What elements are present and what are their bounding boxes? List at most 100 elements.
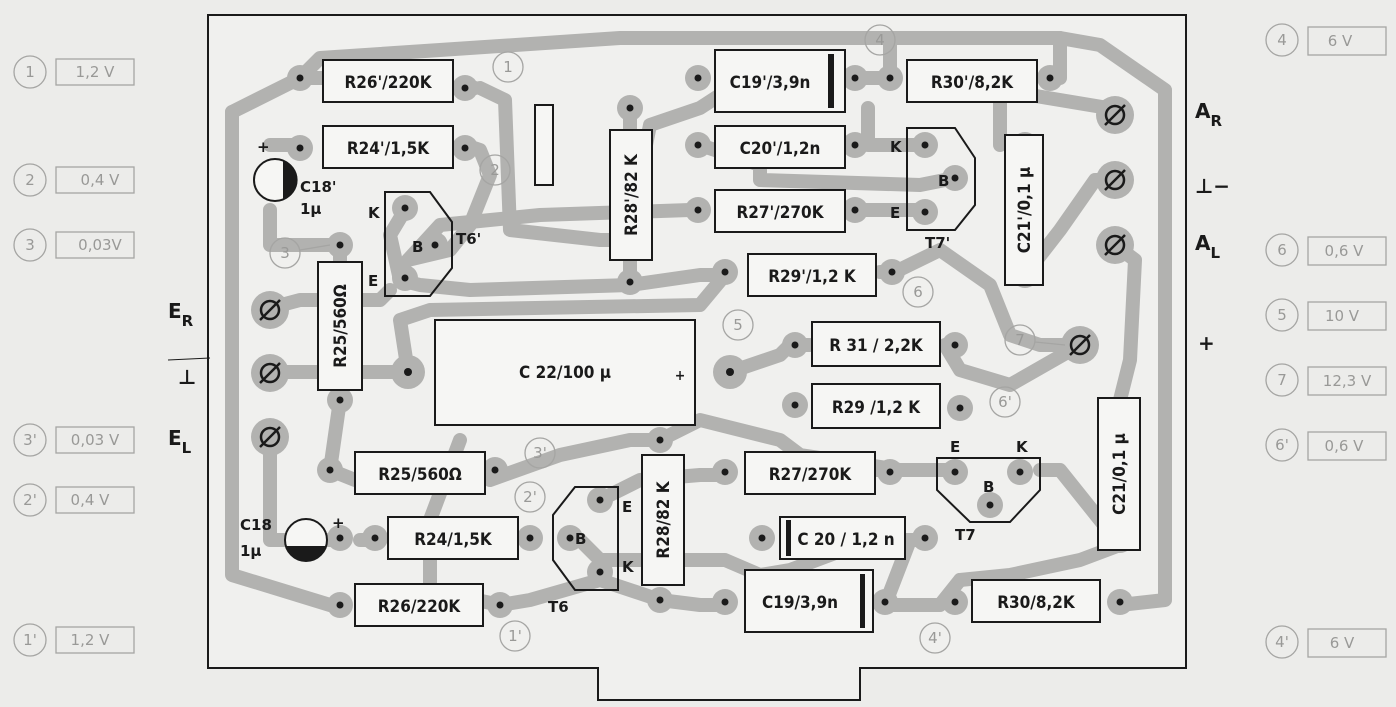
tp-marker-1-label: 1 (503, 58, 513, 76)
legend-right-point: 6 (1277, 241, 1287, 259)
c18-polarity-band (286, 546, 326, 561)
tp-marker-2prime (514, 481, 546, 513)
hole (881, 598, 889, 606)
legend-right-point: 4' (1275, 633, 1289, 651)
hole (496, 601, 504, 609)
component-bodies: R26'/220K R24'/1,5K C19'/3,9n R30'/8,2K … (317, 49, 1141, 633)
component-label-r31: R 31 / 2,2K (829, 336, 924, 356)
component-body-c19 (744, 569, 874, 633)
tp-marker-7-label: 7 (1015, 331, 1025, 349)
c18p-label: C18' (300, 178, 336, 196)
hole (951, 598, 959, 606)
transistors: K B E T6' K B E T7' E K B T7 E B K T6 (368, 127, 1041, 616)
jumper-bar (534, 104, 554, 186)
legend-left-box (55, 231, 135, 259)
legend-right-value: 6 V (1330, 634, 1355, 652)
hole (851, 206, 859, 214)
hole (656, 436, 664, 444)
t6-pin-k: K (622, 558, 635, 576)
label-er: ER (168, 299, 194, 330)
t7-pin-e: E (950, 438, 960, 456)
hole (791, 341, 799, 349)
component-label-r27: R27/270K (769, 465, 853, 485)
legend-left-point: 1' (23, 631, 37, 649)
c18p-polarity-band (283, 160, 298, 200)
solder-pads (287, 65, 1133, 618)
t7p-pin-e: E (890, 204, 900, 222)
t7-pin-b: B (983, 478, 994, 496)
hole (656, 596, 664, 604)
gnd-marker-line (167, 357, 211, 361)
hole (721, 468, 729, 476)
tp-marker-2-label: 2 (490, 161, 500, 179)
legend-right-point: 4 (1277, 31, 1287, 49)
legend-right-circle (1265, 625, 1299, 659)
tp-marker-4prime (919, 622, 951, 654)
hole (951, 341, 959, 349)
component-body-r30p (906, 59, 1038, 103)
component-label-c21p: C21'/0,1 µ (1015, 167, 1035, 253)
legend-left-circle (13, 163, 47, 197)
hole (921, 208, 929, 216)
component-body-r27 (744, 451, 876, 495)
legend-left-value: 0,4 V (71, 491, 111, 509)
tp-marker-6prime-label: 6' (998, 393, 1012, 411)
legend-right-circle (1265, 23, 1299, 57)
legend-right-box (1307, 236, 1387, 266)
capacitor-stripe (786, 520, 791, 556)
label-al: AL (1195, 231, 1220, 262)
legend-right-value: 0,6 V (1325, 437, 1365, 455)
transistor-body-t7 (936, 457, 1041, 523)
capacitor-stripe (828, 54, 834, 108)
legend-right-box (1307, 366, 1387, 396)
component-body-r28 (641, 454, 685, 586)
c18p-plus: + (257, 138, 270, 156)
t6p-pin-k: K (368, 204, 381, 222)
hole (566, 534, 574, 542)
legend-left-value: 1,2 V (71, 631, 111, 649)
component-label-r26: R26/220K (378, 597, 462, 617)
component-label-c21: C21/0,1 µ (1110, 433, 1130, 515)
capacitor-stripe (860, 574, 865, 628)
component-body-r28p (609, 129, 653, 261)
hole (694, 206, 702, 214)
electrolytic-capacitors: + C18' 1µ + C18 1µ (240, 138, 345, 562)
component-label-r24p: R24'/1,5K (347, 139, 430, 159)
legend-left-box (55, 626, 135, 654)
hole (1046, 74, 1054, 82)
component-body-c19p (714, 49, 846, 113)
legend-left-value: 1,2 V (76, 63, 116, 81)
tp-marker-2prime-label: 2' (523, 488, 537, 506)
t7p-pin-b: B (938, 172, 949, 190)
hole (721, 598, 729, 606)
hole (401, 274, 409, 282)
legend-right-value: 10 V (1325, 307, 1360, 325)
legend-left-point: 3 (25, 236, 35, 254)
component-body-c20p (714, 125, 846, 169)
legend-right-circle (1265, 298, 1299, 332)
legend-right-box (1307, 301, 1387, 331)
component-label-c19p: C19'/3,9n (730, 73, 811, 93)
hole (626, 278, 634, 286)
hole (326, 466, 334, 474)
tp-marker-1prime (499, 620, 531, 652)
legend-right-box (1307, 26, 1387, 56)
label-gnd-minus: ⊥− (1195, 174, 1230, 198)
t6-label: T6 (548, 598, 569, 616)
component-label-r28: R28/82 K (654, 480, 674, 558)
hole (626, 104, 634, 112)
hole (694, 74, 702, 82)
hole (296, 144, 304, 152)
component-label-r29p: R29'/1,2 K (768, 267, 857, 287)
component-body-c20 (779, 516, 906, 560)
legend-right-point: 7 (1277, 371, 1287, 389)
hole (921, 141, 929, 149)
legend-right-point: 5 (1277, 306, 1287, 324)
component-label-r25: R25/560Ω (378, 465, 462, 485)
component-body-r26 (354, 583, 484, 627)
tp-marker-4 (864, 24, 896, 56)
tp-marker-2 (479, 154, 511, 186)
t6-pin-e: E (622, 498, 632, 516)
component-body-r26p (322, 59, 454, 103)
terminals (251, 96, 1134, 456)
